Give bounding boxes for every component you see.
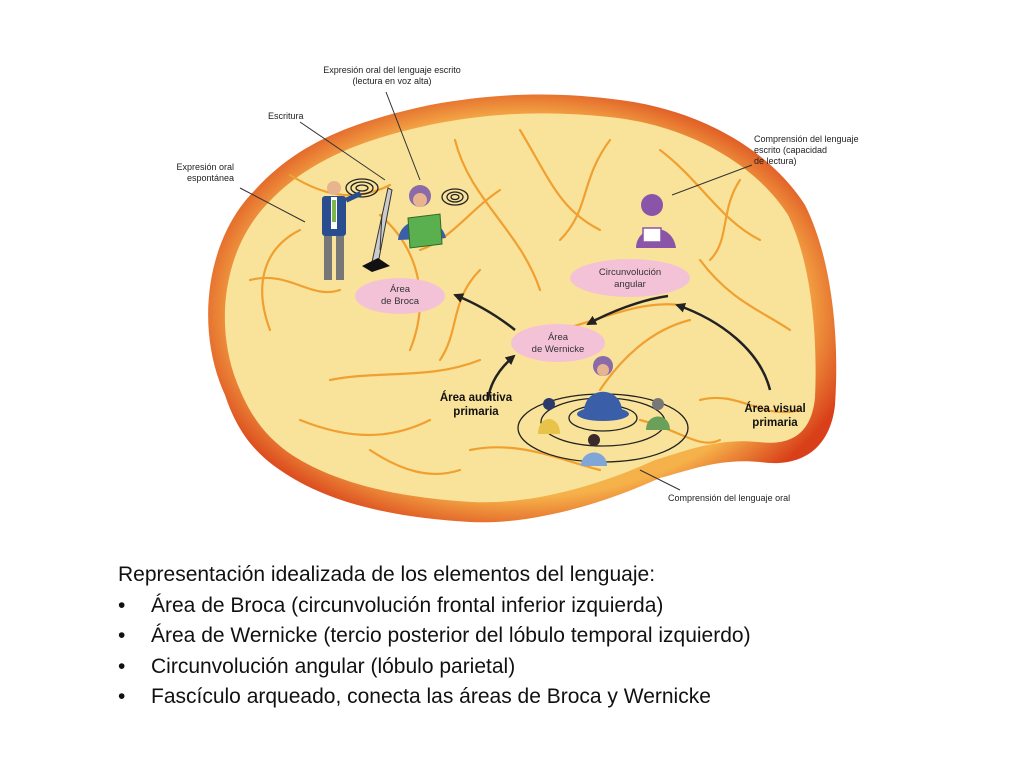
oval-broca: Área de Broca	[355, 278, 445, 314]
label-area-auditiva-2: primaria	[453, 406, 499, 418]
arrow-auditory-to-wernicke	[486, 354, 516, 401]
caption-bullet: Fascículo arqueado, conecta las áreas de…	[118, 682, 998, 713]
callout-labels: Expresión oral del lenguaje escrito (lec…	[176, 65, 858, 503]
speaker-figure-icon	[322, 181, 362, 280]
oval-wernicke-label-1: Área	[548, 332, 569, 343]
label-expresion-escrito-2: (lectura en voz alta)	[352, 76, 431, 86]
callout-lines	[239, 91, 753, 491]
sound-rings-speaker	[345, 178, 469, 206]
oval-angular-label-1: Circunvolución	[599, 267, 661, 278]
label-comprension-escrito-3: de lectura)	[754, 156, 797, 166]
child-listener-left-icon	[538, 398, 560, 434]
arrow-wernicke-to-broca	[453, 293, 516, 331]
oval-angular-label-2: angular	[614, 279, 646, 290]
reader-aloud-figure-icon	[398, 185, 446, 249]
label-area-visual-1: Área visual	[744, 402, 805, 415]
label-comprension-oral: Comprensión del lenguaje oral	[668, 493, 790, 503]
label-expresion-escrito-1: Expresión oral del lenguaje escrito	[323, 65, 461, 75]
brain-language-diagram: Área de Broca Área de Wernicke Circunvol…	[176, 65, 859, 523]
label-area-visual-2: primaria	[752, 417, 798, 429]
caption-bullet-list: Área de Broca (circunvolución frontal in…	[118, 591, 998, 713]
oval-wernicke: Área de Wernicke	[511, 324, 605, 362]
child-listener-bottom-icon	[581, 434, 607, 466]
silent-reader-figure-icon	[636, 194, 676, 248]
caption-heading: Representación idealizada de los element…	[118, 563, 656, 586]
label-comprension-escrito-1: Comprensión del lenguaje	[754, 134, 859, 144]
label-comprension-escrito-2: escrito (capacidad	[754, 145, 827, 155]
label-expresion-oral-2: espontánea	[187, 173, 234, 183]
caption-bullet: Circunvolución angular (lóbulo parietal)	[118, 652, 998, 683]
child-listener-right-icon	[646, 398, 670, 430]
label-expresion-oral-1: Expresión oral	[176, 162, 234, 172]
storyteller-figure-icon	[577, 356, 629, 421]
arrow-angular-to-wernicke	[586, 294, 669, 326]
caption-bullet: Área de Wernicke (tercio posterior del l…	[118, 621, 998, 652]
oval-angular: Circunvolución angular	[570, 259, 690, 297]
label-escritura: Escritura	[268, 111, 304, 121]
label-area-auditiva-1: Área auditiva	[440, 391, 513, 404]
brain-sulci	[248, 128, 802, 475]
caption: Representación idealizada de los element…	[118, 560, 998, 713]
oval-broca-label-2: de Broca	[381, 296, 420, 307]
oval-broca-label-1: Área	[390, 284, 411, 295]
brain-surface	[224, 113, 816, 503]
arrow-visual-to-angular	[675, 302, 772, 391]
quill-pen-icon	[362, 187, 393, 272]
caption-bullet: Área de Broca (circunvolución frontal in…	[118, 591, 998, 622]
oval-wernicke-label-2: de Wernicke	[532, 344, 585, 355]
pathway-arrows	[453, 293, 772, 401]
